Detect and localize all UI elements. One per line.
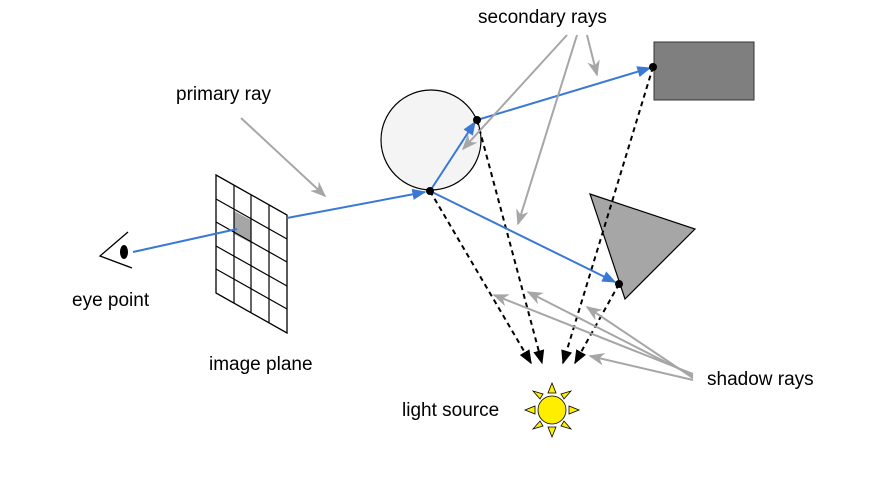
- shadow-ray-lines: [429, 66, 654, 365]
- reflection-ray-to-box: [476, 66, 652, 121]
- highlighted-pixel: [234, 211, 251, 243]
- secondary-rays-label: secondary rays: [478, 7, 607, 28]
- eye-to-pixel-ray: [132, 228, 238, 253]
- light-source-label: light source: [402, 400, 499, 421]
- annotation-arrows: [240, 34, 694, 381]
- shadow-rays-label: shadow rays: [707, 369, 814, 390]
- sun-icon: [523, 381, 581, 439]
- primary-ray-label: primary ray: [176, 84, 272, 105]
- image-plane-label: image plane: [209, 354, 313, 375]
- refraction-ray: [429, 120, 476, 192]
- reflection-ray-to-triangle: [429, 190, 617, 283]
- triangle-object: [589, 193, 697, 301]
- eye-point-label: eye point: [72, 290, 150, 311]
- intersection-points: [426, 63, 657, 288]
- traced-rays: [132, 66, 652, 283]
- box-object: [653, 41, 755, 101]
- primary-ray-line: [286, 188, 427, 219]
- image-plane: [215, 173, 288, 335]
- eye-icon: [98, 231, 133, 269]
- sphere: [380, 89, 482, 191]
